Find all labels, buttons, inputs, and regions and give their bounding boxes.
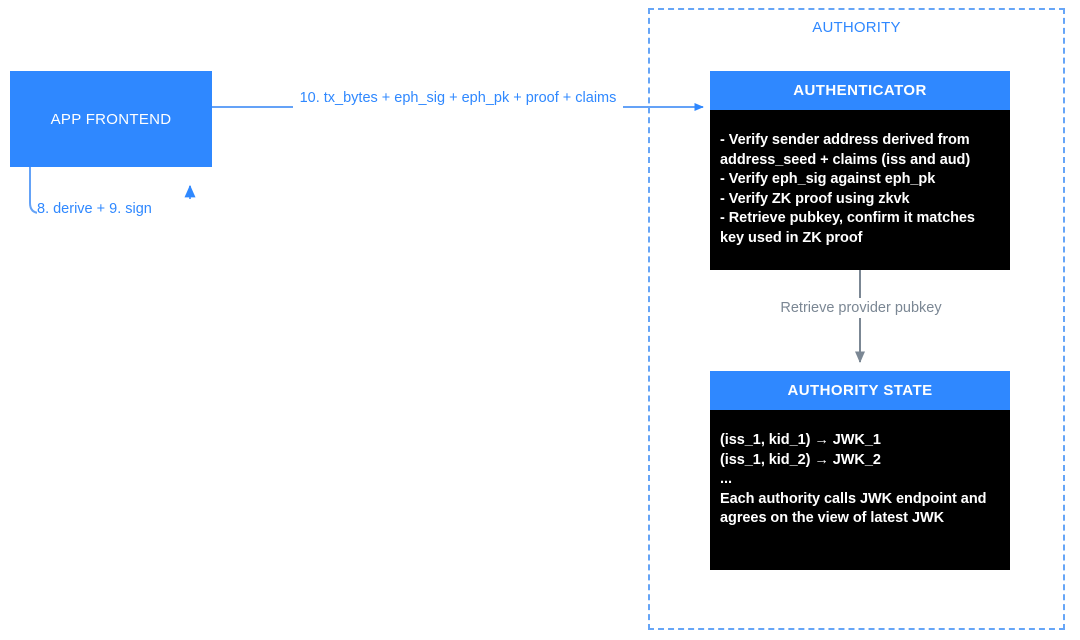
node-authority-state-body: (iss_1, kid_1) → JWK_1 (iss_1, kid_2) → … — [710, 410, 1010, 570]
node-authenticator-header: AUTHENTICATOR — [710, 71, 1010, 110]
node-app-frontend[interactable]: APP FRONTEND — [10, 71, 212, 167]
edge-label-retrieve-provider-pubkey: Retrieve provider pubkey — [776, 298, 946, 318]
node-authority-state-header: AUTHORITY STATE — [710, 371, 1010, 410]
node-app-frontend-label: APP FRONTEND — [50, 110, 172, 128]
node-authority-state[interactable]: AUTHORITY STATE (iss_1, kid_1) → JWK_1 (… — [710, 371, 1010, 570]
authority-group-container: AUTHORITY — [648, 8, 1065, 630]
node-authenticator-body: - Verify sender address derived from add… — [710, 110, 1010, 270]
node-authenticator[interactable]: AUTHENTICATOR - Verify sender address de… — [710, 71, 1010, 270]
edge-label-tx-bytes: 10. tx_bytes + eph_sig + eph_pk + proof … — [293, 88, 623, 108]
authority-group-title: AUTHORITY — [812, 19, 901, 36]
edge-label-derive-sign: 8. derive + 9. sign — [37, 199, 192, 219]
